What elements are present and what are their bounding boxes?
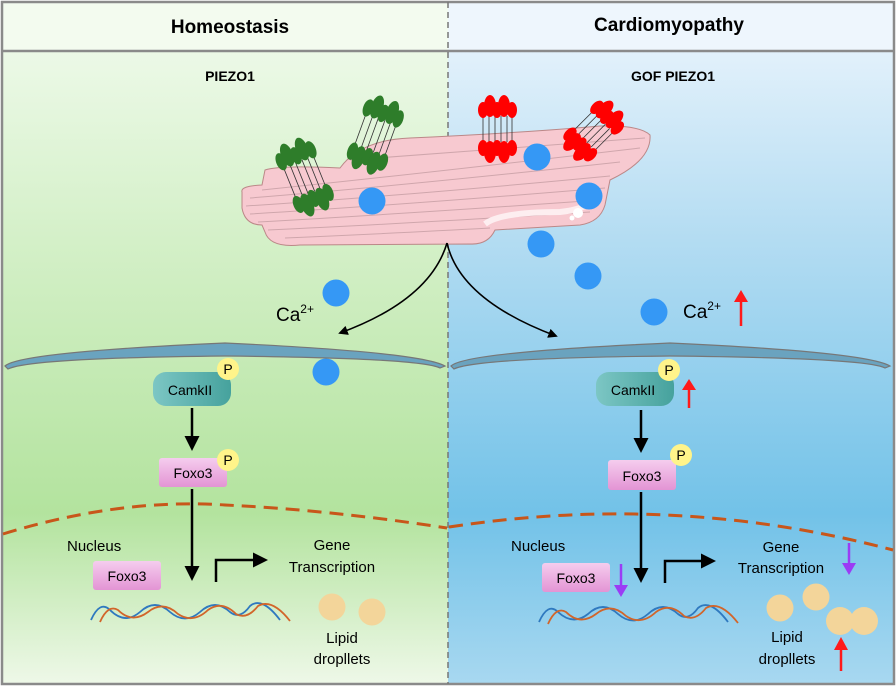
gof-piezo1-label: GOF PIEZO1 xyxy=(631,68,715,84)
nucleus-label-right: Nucleus xyxy=(511,538,565,555)
foxo3-cyto-node-left: Foxo3 xyxy=(159,458,227,487)
svg-text:Foxo3: Foxo3 xyxy=(557,570,596,586)
phospho-badge: P xyxy=(217,358,239,380)
calcium-ion xyxy=(312,358,340,386)
svg-text:Foxo3: Foxo3 xyxy=(174,465,213,481)
lipid-droplet xyxy=(826,607,854,635)
svg-text:Foxo3: Foxo3 xyxy=(623,468,662,484)
homeostasis-header xyxy=(2,2,448,50)
droplets-label-right: dropllets xyxy=(759,651,816,668)
phospho-badge: P xyxy=(670,444,692,466)
camkii-increase-arrow-icon xyxy=(682,379,696,408)
svg-text:CamkII: CamkII xyxy=(611,382,655,398)
piezo1-channel-2 xyxy=(346,95,404,175)
foxo3-cyto-node-right: Foxo3 xyxy=(608,460,676,490)
lipid-label-right: Lipid xyxy=(771,629,803,646)
lipid-droplet xyxy=(318,593,346,621)
gof-piezo1-channel-2 xyxy=(563,100,625,162)
foxo3-decrease-arrow-icon xyxy=(614,564,628,597)
dna-helix-right xyxy=(538,604,739,625)
cell-membrane-left xyxy=(4,342,447,370)
cardiomyopathy-title: Cardiomyopathy xyxy=(594,15,744,36)
ca-increase-arrow-icon xyxy=(734,290,748,326)
ca-label-left: Ca2+ xyxy=(276,302,314,326)
svg-text:P: P xyxy=(223,361,232,377)
nuclear-envelope-left xyxy=(2,502,448,536)
calcium-ion xyxy=(322,279,350,307)
gene-label-left: Gene xyxy=(314,537,351,554)
camkii-node-right: CamkII xyxy=(596,372,674,406)
gof-piezo1-channel-1 xyxy=(478,95,517,163)
piezo1-label: PIEZO1 xyxy=(205,68,255,84)
dna-helix-left xyxy=(90,602,291,623)
transcription-start-arrow-left xyxy=(214,552,268,582)
calcium-ion xyxy=(527,230,555,258)
transcription-label-right: Transcription xyxy=(738,560,824,577)
camkii-node-left: CamkII xyxy=(153,372,231,406)
calcium-flow-arrow-left xyxy=(338,242,448,335)
lipid-droplet xyxy=(802,583,830,611)
droplets-label-left: dropllets xyxy=(314,651,371,668)
ca-label-right: Ca2+ xyxy=(683,299,721,323)
phospho-badge: P xyxy=(658,359,680,381)
homeostasis-title: Homeostasis xyxy=(171,17,289,38)
lipid-droplet xyxy=(766,594,794,622)
calcium-ion xyxy=(574,262,602,290)
piezo1-channel-1 xyxy=(275,137,334,217)
svg-text:CamkII: CamkII xyxy=(168,382,212,398)
foxo3-nuclear-node-right: Foxo3 xyxy=(542,563,610,592)
svg-text:P: P xyxy=(223,452,232,468)
svg-text:P: P xyxy=(664,362,673,378)
lipid-droplet xyxy=(850,607,878,635)
gene-label-right: Gene xyxy=(763,539,800,556)
svg-text:P: P xyxy=(676,447,685,463)
transcription-label-left: Transcription xyxy=(289,559,375,576)
calcium-ion xyxy=(358,187,386,215)
lipid-droplet xyxy=(358,598,386,626)
foxo3-nuclear-node-left: Foxo3 xyxy=(93,561,161,590)
nuclear-envelope-right xyxy=(448,512,894,552)
transcription-decrease-arrow-icon xyxy=(842,543,856,575)
cell-membrane-right xyxy=(450,342,892,370)
nucleus-label-left: Nucleus xyxy=(67,538,121,555)
transcription-start-arrow-right xyxy=(663,553,716,583)
calcium-flow-arrow-right xyxy=(446,242,558,338)
calcium-ion xyxy=(575,182,603,210)
calcium-ion xyxy=(523,143,551,171)
svg-text:Foxo3: Foxo3 xyxy=(108,568,147,584)
phospho-badge: P xyxy=(217,449,239,471)
cardiomyopathy-header xyxy=(448,2,894,50)
lipid-increase-arrow-icon xyxy=(834,637,848,671)
lipid-label-left: Lipid xyxy=(326,630,358,647)
calcium-ion xyxy=(640,298,668,326)
